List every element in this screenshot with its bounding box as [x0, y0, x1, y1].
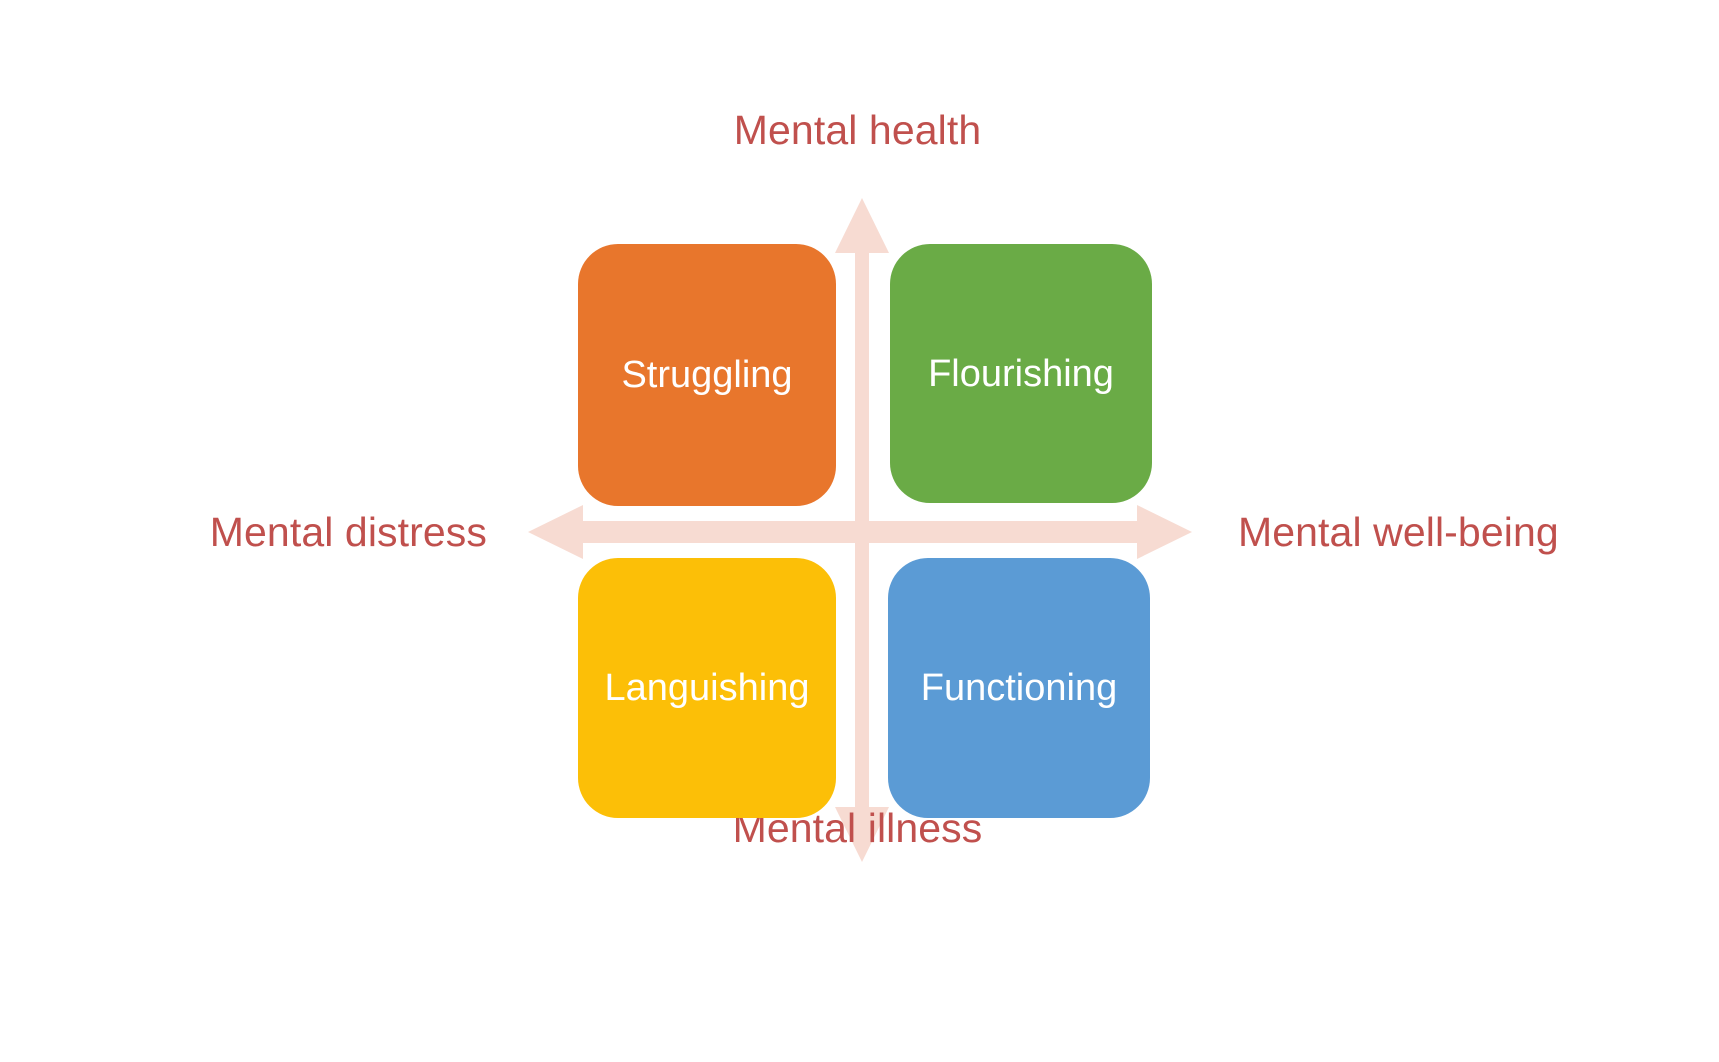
quadrant-label-struggling: Struggling — [621, 354, 793, 396]
quadrant-flourishing[interactable]: Flourishing — [890, 244, 1152, 503]
quadrant-label-languishing: Languishing — [604, 667, 810, 709]
quadrant-label-flourishing: Flourishing — [928, 352, 1114, 395]
axis-label-mental-illness: Mental illness — [732, 805, 983, 851]
quadrant-struggling[interactable]: Struggling — [578, 244, 836, 506]
axis-label-mental-health: Mental health — [733, 107, 982, 153]
axis-label-mental-well-being: Mental well-being — [1238, 509, 1559, 555]
quadrant-functioning[interactable]: Functioning — [888, 558, 1150, 818]
quadrant-languishing[interactable]: Languishing — [578, 558, 836, 818]
axis-label-mental-distress: Mental distress — [209, 509, 487, 555]
quadrant-label-functioning: Functioning — [920, 667, 1118, 709]
horizontal-axis-arrow — [528, 505, 1192, 559]
vertical-axis-arrow — [835, 198, 889, 862]
